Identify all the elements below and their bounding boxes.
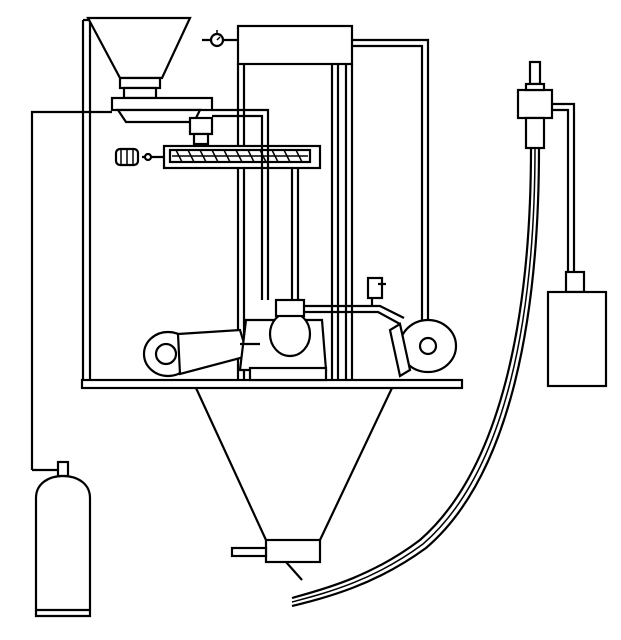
check-valve [366, 276, 386, 306]
top-housing [236, 24, 354, 66]
pressure-gauge [202, 30, 238, 48]
collection-canister [546, 270, 608, 388]
return-pipe [352, 38, 430, 340]
mill-pump-pipe [304, 304, 405, 325]
flexible-hose [291, 147, 541, 608]
blower-fan [142, 328, 250, 378]
feed-hopper [86, 16, 192, 100]
feeder-outlet-line [212, 108, 300, 300]
support-frame [81, 18, 100, 384]
feeder-motor [114, 147, 153, 167]
base-platform [80, 366, 464, 390]
screw-feeder [142, 144, 322, 170]
nozzle-canister-line [552, 102, 576, 272]
feed-pipe [110, 96, 214, 146]
collection-cone [195, 387, 393, 541]
nozzle-head [516, 60, 554, 150]
discharge-valve [230, 538, 322, 581]
gas-supply-line [30, 110, 112, 472]
gas-cylinder [34, 460, 92, 618]
centrifugal-pump [388, 318, 458, 378]
mill-chamber [238, 298, 328, 372]
